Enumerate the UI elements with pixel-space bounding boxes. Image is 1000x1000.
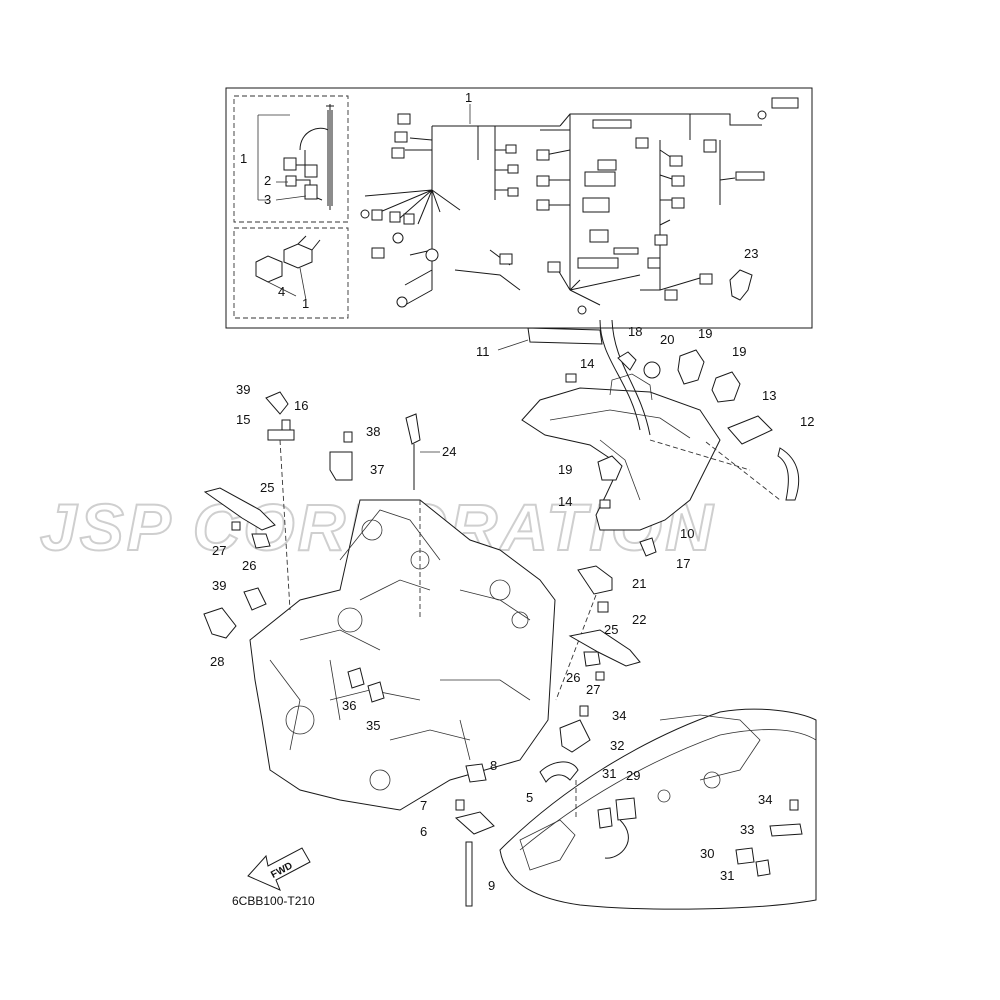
harness-inset bbox=[225, 87, 813, 329]
callout-33: 33 bbox=[740, 822, 754, 837]
fwd-arrow: FWD bbox=[247, 847, 311, 891]
part-13-shape bbox=[727, 415, 773, 445]
grommet-20-shape bbox=[643, 361, 661, 379]
callout-19: 19 bbox=[698, 326, 712, 341]
clamp-19b-shape bbox=[711, 371, 741, 403]
callout-23: 23 bbox=[744, 246, 758, 261]
callout-20: 20 bbox=[660, 332, 674, 347]
callout-25: 25 bbox=[260, 480, 274, 495]
engine-block bbox=[203, 391, 641, 811]
callout-13: 13 bbox=[762, 388, 776, 403]
callout-25: 25 bbox=[604, 622, 618, 637]
clip-18-shape bbox=[617, 351, 637, 371]
callout-26: 26 bbox=[242, 558, 256, 573]
callout-27: 27 bbox=[586, 682, 600, 697]
callout-39: 39 bbox=[212, 578, 226, 593]
callout-18: 18 bbox=[628, 324, 642, 339]
sub-harness-drawing bbox=[257, 104, 334, 210]
clamp-23-shape bbox=[729, 269, 753, 301]
callout-38: 38 bbox=[366, 424, 380, 439]
callout-31: 31 bbox=[602, 766, 616, 781]
clamp-19a-shape bbox=[677, 349, 705, 385]
inset-sub-frame-bottom bbox=[233, 227, 349, 319]
callouts: 1 1 2 3 4 1 23 11 18 20 19 19 14 13 12 1… bbox=[210, 90, 814, 893]
callout-12: 12 bbox=[800, 414, 814, 429]
callout-31: 31 bbox=[720, 868, 734, 883]
bottom-cowling bbox=[454, 705, 817, 910]
part-17-shape bbox=[639, 537, 657, 557]
tube-11-shape bbox=[527, 327, 603, 345]
callout-10: 10 bbox=[680, 526, 694, 541]
callout-4: 4 bbox=[278, 284, 285, 299]
callout-30: 30 bbox=[700, 846, 714, 861]
clamp-19c-shape bbox=[597, 455, 623, 481]
callout-36: 36 bbox=[342, 698, 356, 713]
relay-drawing bbox=[255, 235, 321, 301]
callout-32: 32 bbox=[610, 738, 624, 753]
callout-34: 34 bbox=[758, 792, 772, 807]
callout-34: 34 bbox=[612, 708, 626, 723]
callout-19: 19 bbox=[558, 462, 572, 477]
callout-14: 14 bbox=[558, 494, 572, 509]
callout-17: 17 bbox=[676, 556, 690, 571]
callout-14: 14 bbox=[580, 356, 594, 371]
callout-8: 8 bbox=[490, 758, 497, 773]
callout-15: 15 bbox=[236, 412, 250, 427]
diagram-code: 6CBB100-T210 bbox=[232, 894, 315, 908]
callout-3: 3 bbox=[264, 192, 271, 207]
callout-1: 1 bbox=[465, 90, 472, 105]
callout-39: 39 bbox=[236, 382, 250, 397]
main-harness-drawing bbox=[360, 97, 799, 315]
inset-sub-frame-top bbox=[233, 95, 349, 223]
callout-21: 21 bbox=[632, 576, 646, 591]
callout-1: 1 bbox=[302, 296, 309, 311]
callout-6: 6 bbox=[420, 824, 427, 839]
callout-16: 16 bbox=[294, 398, 308, 413]
callout-26: 26 bbox=[566, 670, 580, 685]
callout-37: 37 bbox=[370, 462, 384, 477]
bolt-22-shape bbox=[597, 601, 609, 613]
callout-29: 29 bbox=[626, 768, 640, 783]
callout-28: 28 bbox=[210, 654, 224, 669]
inset-frame bbox=[225, 87, 813, 329]
callout-1: 1 bbox=[240, 151, 247, 166]
part-12-shape bbox=[777, 447, 800, 501]
bolt-14b-shape bbox=[599, 499, 611, 509]
bracket-assembly bbox=[521, 319, 800, 701]
callout-11: 11 bbox=[476, 344, 490, 359]
callout-19: 19 bbox=[732, 344, 746, 359]
bracket-21-shape bbox=[577, 565, 613, 595]
callout-2: 2 bbox=[264, 173, 271, 188]
callout-22: 22 bbox=[632, 612, 646, 627]
callout-27: 27 bbox=[212, 543, 226, 558]
callout-7: 7 bbox=[420, 798, 427, 813]
callout-35: 35 bbox=[366, 718, 380, 733]
callout-24: 24 bbox=[442, 444, 456, 459]
callout-9: 9 bbox=[488, 878, 495, 893]
callout-5: 5 bbox=[526, 790, 533, 805]
bolt-14a-shape bbox=[565, 373, 577, 383]
